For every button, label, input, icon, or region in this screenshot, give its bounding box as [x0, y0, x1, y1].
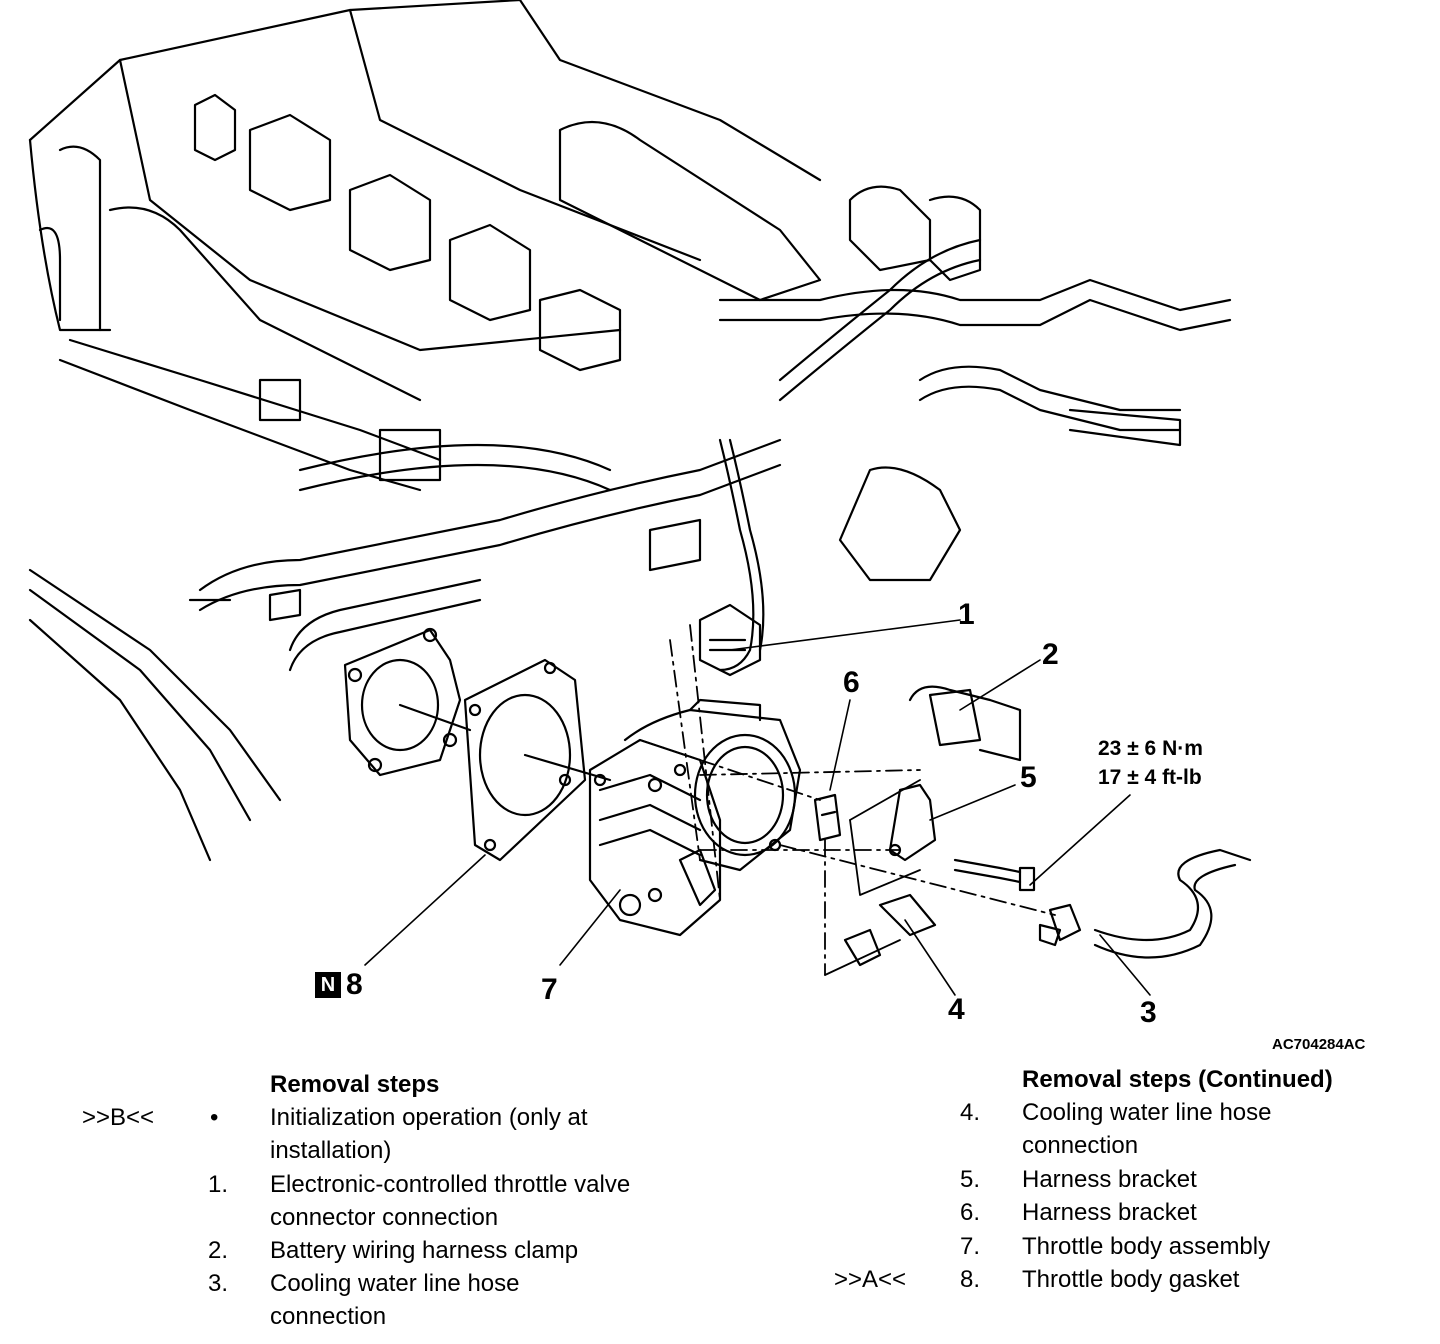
step-5-line1: Harness bracket — [1022, 1166, 1197, 1193]
intake-flange — [343, 627, 472, 777]
step-3-line2: connection — [270, 1303, 387, 1330]
step-3-line1: Cooling water line hose — [270, 1270, 520, 1297]
step-8-line1: Throttle body gasket — [1022, 1266, 1240, 1293]
step-1-line2: connector connection — [270, 1204, 499, 1231]
new-part-badge: N — [315, 972, 341, 998]
alignment-lines — [639, 624, 1056, 976]
removal-steps-continued-title: Removal steps (Continued) — [1022, 1066, 1333, 1093]
procedure-marker-b: >>B<< — [82, 1104, 155, 1131]
step-initialization-line1: Initialization operation (only at — [270, 1104, 588, 1131]
engine-block-outline — [28, 0, 822, 492]
step-2-line1: Battery wiring harness clamp — [270, 1237, 579, 1264]
callout-3: 3 — [1140, 996, 1157, 1029]
throttle-valve-connector — [698, 603, 762, 677]
torque-spec-ftlb: 17 ± 4 ft-lb — [1098, 766, 1202, 789]
step-2-number: 2. — [208, 1237, 229, 1264]
leader-lines — [364, 619, 1151, 996]
torque-spec-nm: 23 ± 6 N·m — [1098, 737, 1203, 760]
callout-7: 7 — [541, 973, 558, 1006]
removal-steps-title: Removal steps — [270, 1071, 440, 1098]
callout-2: 2 — [1042, 638, 1059, 671]
step-5-number: 5. — [960, 1166, 981, 1193]
cooling-hose-4 — [843, 893, 937, 967]
step-1-line1: Electronic-controlled throttle valve — [270, 1171, 631, 1198]
step-8-number: 8. — [960, 1266, 981, 1293]
callout-4: 4 — [948, 993, 965, 1026]
bracket-lines — [824, 779, 921, 976]
step-7-line1: Throttle body assembly — [1022, 1233, 1271, 1260]
step-initialization-line2: installation) — [270, 1137, 392, 1164]
cooling-hose-3 — [1038, 848, 1252, 959]
step-4-number: 4. — [960, 1099, 981, 1126]
step-6-number: 6. — [960, 1199, 981, 1226]
step-3-number: 3. — [208, 1270, 229, 1297]
callout-1: 1 — [958, 598, 975, 631]
step-4-line1: Cooling water line hose — [1022, 1099, 1272, 1126]
throttle-body-gasket — [463, 658, 612, 862]
throttle-body-assembly — [588, 698, 802, 937]
battery-harness-clamp — [908, 685, 1022, 762]
step-1-number: 1. — [208, 1171, 229, 1198]
callout-5: 5 — [1020, 761, 1037, 794]
step-6-line1: Harness bracket — [1022, 1199, 1197, 1226]
callout-6: 6 — [843, 666, 860, 699]
procedure-marker-a: >>A<< — [834, 1266, 907, 1293]
callout-8: 8 — [346, 968, 363, 1001]
figure-reference-code: AC704284AC — [1272, 1036, 1366, 1053]
harness-bracket-6 — [813, 793, 842, 842]
step-4-line2: connection — [1022, 1132, 1139, 1159]
hoses-and-pipes — [28, 185, 1232, 862]
step-bullet: • — [210, 1104, 219, 1131]
step-7-number: 7. — [960, 1233, 981, 1260]
engine-throttle-diagram — [28, 0, 1252, 996]
